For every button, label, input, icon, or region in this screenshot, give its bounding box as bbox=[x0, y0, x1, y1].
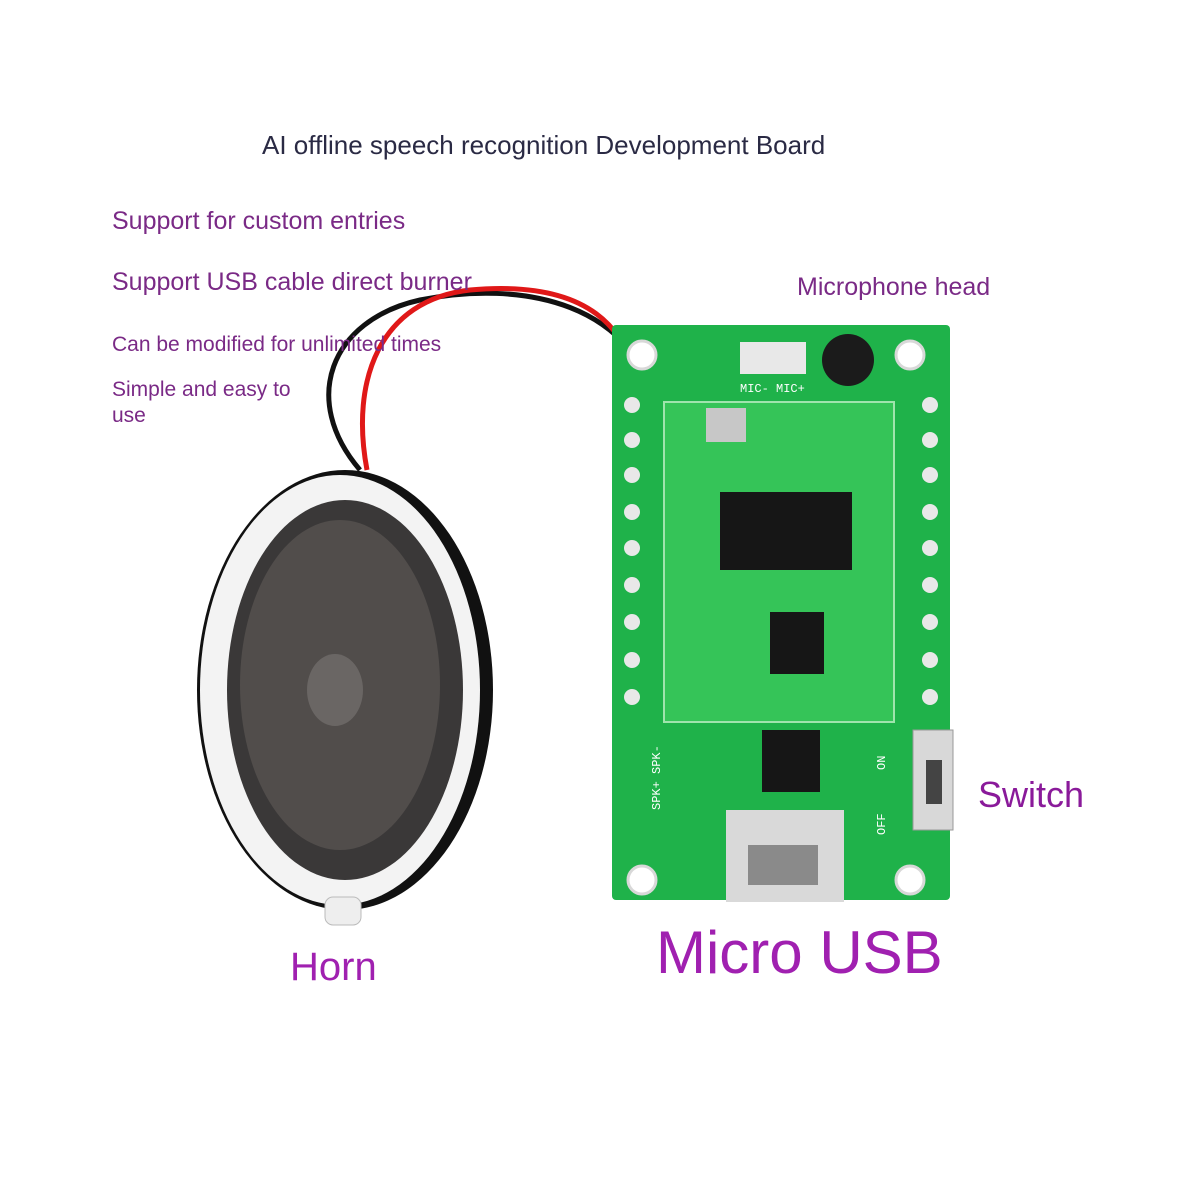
microphone-label: Microphone head bbox=[797, 273, 991, 301]
feature-custom-entries: Support for custom entries bbox=[112, 207, 406, 235]
feature-simple-use: Simple and easy to use bbox=[112, 378, 291, 427]
spk-pins-silkscreen: SPK+ SPK- bbox=[650, 745, 664, 810]
speaker-horn bbox=[197, 470, 493, 926]
pcb-board bbox=[612, 325, 954, 902]
micro-usb-label: Micro USB bbox=[656, 919, 943, 986]
page-title: AI offline speech recognition Developmen… bbox=[262, 130, 826, 160]
switch-off-silkscreen: OFF bbox=[875, 813, 889, 835]
switch-label: Switch bbox=[978, 774, 1085, 815]
feature-unlimited-modification: Can be modified for unlimited times bbox=[112, 333, 442, 356]
switch-on-silkscreen: ON bbox=[875, 756, 889, 770]
horn-label: Horn bbox=[290, 945, 377, 989]
mic-pins-silkscreen: MIC- MIC+ bbox=[740, 382, 805, 396]
feature-usb-burner: Support USB cable direct burner bbox=[112, 268, 472, 296]
